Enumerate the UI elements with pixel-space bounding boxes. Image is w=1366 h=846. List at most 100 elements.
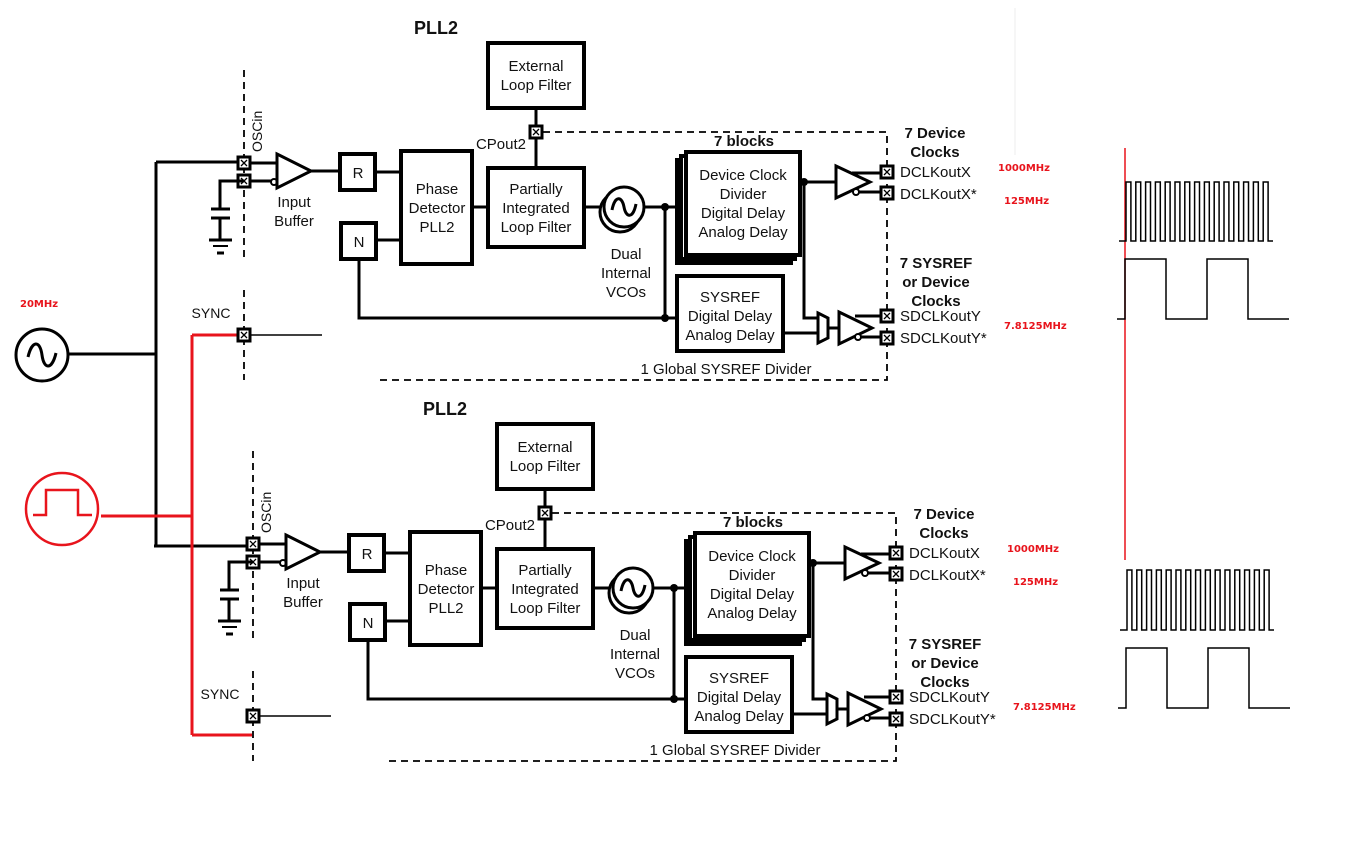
r-divider-label: R [362,546,373,563]
dclk-to-mux-wire [811,563,827,701]
global-sysref-label: 1 Global SYSREF Divider [641,361,812,378]
dclk-frequency-label: 1000MHz [1007,544,1059,555]
device-clock-block-label: Device Clock [699,167,787,184]
dclk-pin-positive [888,545,904,561]
sysref-frequency-label: 7.8125MHz [1013,702,1076,713]
external-loop-filter-label: Loop Filter [510,458,581,475]
partial-loop-filter-label: Partially [518,562,572,579]
pulse-source [24,471,100,547]
device-clock-waveform-top [1119,181,1273,242]
partial-loop-filter-label: Integrated [502,200,570,217]
oscin-pin-positive [236,155,252,171]
vco-label: Internal [610,646,660,663]
blocks-count-label: 7 blocks [723,514,783,531]
device-clocks-heading: 7 Device [914,506,975,523]
device-clock-block-label: Device Clock [708,548,796,565]
sysref-block-box [675,274,785,353]
external-loop-filter-label: Loop Filter [501,77,572,94]
sysref-heading: Clocks [920,674,969,691]
sysref-mux-icon [816,310,830,346]
sysref-block-label: SYSREF [709,670,769,687]
sysref-heading: 7 SYSREF [900,255,973,272]
input-buffer-label: Input [286,575,320,592]
dclk-pin-negative-x-icon [892,570,900,578]
cpout-pin-x-icon [532,128,540,136]
dclk-pin-label-positive: DCLKoutX [909,545,980,562]
waveforms [1117,181,1290,709]
dclk-inverter-bubble [852,188,860,196]
input-buffer-label: Buffer [274,213,314,230]
sync-label: SYNC [192,305,231,321]
device-clock-block-label: Digital Delay [710,586,795,603]
vco-label: VCOs [606,284,646,301]
r-divider-label: R [353,165,364,182]
pll-diagram-top: PLL2OSCinInputBufferRNPhaseDetectorPLL2E… [192,18,1067,381]
external-loop-filter-box [486,41,586,110]
sysref-waveform-bottom [1118,647,1290,709]
device-clocks-heading: Clocks [919,525,968,542]
vco-label: VCOs [615,665,655,682]
dclk-to-mux-wire [802,182,818,320]
partial-loop-filter-label: Loop Filter [510,600,581,617]
cpout-label: CPout2 [476,136,526,153]
vco-sine-icon [610,197,638,217]
sdclk-pin-negative-x-icon [883,334,891,342]
sdclk-pin-positive-x-icon [892,693,900,701]
chip-boundary-box [385,512,897,762]
device-clock-waveform-bottom [1120,569,1274,631]
device-clocks-heading: 7 Device [905,125,966,142]
sdclk-pin-positive [888,689,904,705]
dclk-pin-label-negative: DCLKoutX* [909,567,986,584]
pll-title: PLL2 [414,18,458,38]
device-clocks-heading: Clocks [910,144,959,161]
input-buffer-icon [275,151,315,191]
dclk-pin-negative [879,185,895,201]
chip-boundary-box [376,131,888,381]
sdclk-pin-negative [879,330,895,346]
vco-label: Dual [620,627,651,644]
pulse-icon [33,488,92,517]
external-loop-filter-label: External [517,439,572,456]
device-clock-block-label: Digital Delay [701,205,786,222]
phase-detector-label: PLL2 [428,600,463,617]
sdclk-pin-negative [888,711,904,727]
sync-label: SYNC [201,686,240,702]
sdclk-inverter-bubble [863,714,871,722]
sysref-block-label: Digital Delay [688,308,773,325]
partial-loop-filter-label: Integrated [511,581,579,598]
sine-source-frequency: 20MHz [20,299,58,310]
oscin-pin-positive [245,536,261,552]
sysref-heading: or Device [911,655,979,672]
sysref-waveform-top [1117,258,1289,320]
dclk-pin-positive-x-icon [883,168,891,176]
dclk-alt-frequency-label: 125MHz [1013,577,1058,588]
dclk-frequency-label: 1000MHz [998,163,1050,174]
sdclk-pin-label-positive: SDCLKoutY [900,308,981,325]
cap-wire [218,179,244,208]
pll-title: PLL2 [423,399,467,419]
oscin-pin-positive-x-icon [249,540,257,548]
sync-pin-x-icon [249,712,257,720]
oscin-pin-positive-x-icon [240,159,248,167]
device-clock-block-box [693,531,811,638]
sysref-block-label: Analog Delay [685,327,775,344]
phase-detector-label: Detector [418,581,475,598]
cpout-pin [537,505,553,521]
global-sysref-label: 1 Global SYSREF Divider [650,742,821,759]
external-loop-filter-label: External [508,58,563,75]
partial-loop-filter-label: Partially [509,181,563,198]
sync-pin [236,327,252,343]
dclk-pin-positive-x-icon [892,549,900,557]
dclk-pin-label-negative: DCLKoutX* [900,186,977,203]
dclk-pin-label-positive: DCLKoutX [900,164,971,181]
sysref-heading: or Device [902,274,970,291]
device-clock-block-label: Analog Delay [707,605,797,622]
device-clock-block-label: Analog Delay [698,224,788,241]
sync-pin-x-icon [240,331,248,339]
sysref-block-box [684,655,794,734]
pll-diagram-bottom: PLL2OSCinInputBufferRNPhaseDetectorPLL2E… [201,399,1076,762]
input-buffer-icon [284,532,324,572]
dclk-pin-positive [879,164,895,180]
sine-wave-icon [26,342,58,368]
